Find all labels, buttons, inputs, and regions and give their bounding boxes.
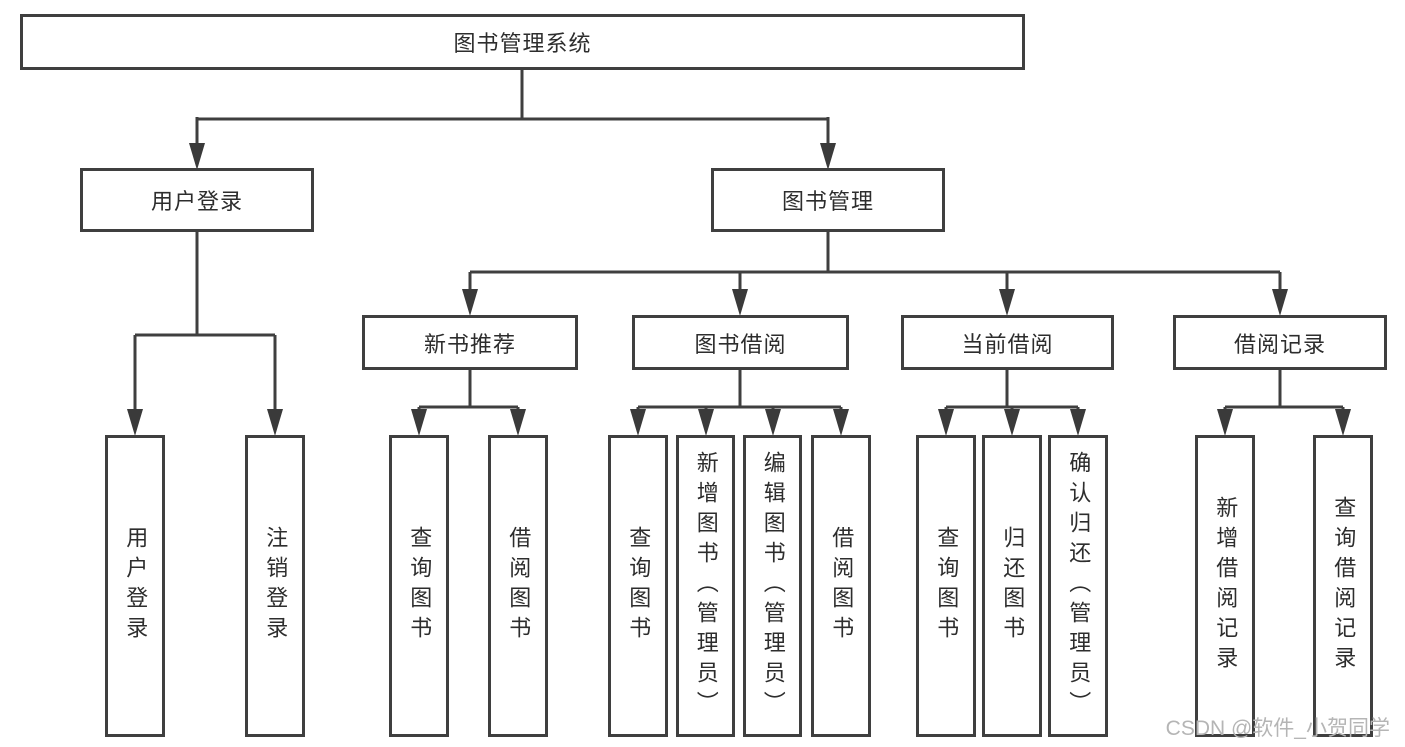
leaf-label: 注销登录 [263, 526, 289, 646]
leaf-borrow-books: 借阅图书 [811, 435, 871, 737]
connector-mgmt-to-groups [462, 232, 1288, 316]
node-root-system: 图书管理系统 [20, 14, 1025, 70]
leaf-label: 新增借阅记录 [1213, 496, 1239, 676]
node-new-book-recommend: 新书推荐 [362, 315, 578, 370]
leaf-label: 新增图书（管理员） [693, 451, 719, 721]
arrow-down-icon [630, 409, 646, 436]
leaf-borrow-books: 借阅图书 [488, 435, 548, 737]
leaf-return-books: 归还图书 [982, 435, 1042, 737]
leaf-user-login: 用户登录 [105, 435, 165, 737]
arrow-down-icon [1217, 409, 1233, 436]
arrow-down-icon [820, 143, 836, 170]
arrow-down-icon [833, 409, 849, 436]
arrow-down-icon [732, 289, 748, 316]
leaf-add-books-admin: 新增图书（管理员） [676, 435, 735, 737]
arrow-down-icon [1272, 289, 1288, 316]
leaf-label: 查询图书 [407, 526, 433, 646]
leaf-edit-books-admin: 编辑图书（管理员） [743, 435, 802, 737]
leaf-query-borrow-record: 查询借阅记录 [1313, 435, 1373, 737]
leaf-label: 查询借阅记录 [1331, 496, 1357, 676]
node-book-borrow: 图书借阅 [632, 315, 849, 370]
node-current-borrow: 当前借阅 [901, 315, 1114, 370]
arrow-down-icon [1004, 409, 1020, 436]
arrow-down-icon [938, 409, 954, 436]
node-borrow-records: 借阅记录 [1173, 315, 1387, 370]
csdn-watermark: CSDN @软件_小贺同学 [1165, 717, 1390, 740]
arrow-down-icon [698, 409, 714, 436]
leaf-label: 查询图书 [934, 526, 960, 646]
connector-root-to-level2 [189, 70, 836, 170]
arrow-down-icon [765, 409, 781, 436]
leaf-label: 借阅图书 [829, 526, 855, 646]
node-book-management: 图书管理 [711, 168, 945, 232]
arrow-down-icon [462, 289, 478, 316]
leaf-label: 归还图书 [1000, 526, 1026, 646]
leaf-query-books: 查询图书 [608, 435, 668, 737]
leaf-query-books: 查询图书 [916, 435, 976, 737]
connector-recommend-to-leaves [411, 370, 526, 436]
arrow-down-icon [267, 409, 283, 436]
arrow-down-icon [189, 143, 205, 170]
arrow-down-icon [411, 409, 427, 436]
leaf-logout: 注销登录 [245, 435, 305, 737]
arrow-down-icon [1070, 409, 1086, 436]
node-user-login: 用户登录 [80, 168, 314, 232]
arrow-down-icon [510, 409, 526, 436]
leaf-label: 编辑图书（管理员） [760, 451, 786, 721]
leaf-label: 确认归还（管理员） [1066, 451, 1092, 721]
leaf-query-books: 查询图书 [389, 435, 449, 737]
leaf-confirm-return-admin: 确认归还（管理员） [1048, 435, 1108, 737]
leaf-add-borrow-record: 新增借阅记录 [1195, 435, 1255, 737]
connector-current-to-leaves [938, 370, 1086, 436]
arrow-down-icon [999, 289, 1015, 316]
arrow-down-icon [127, 409, 143, 436]
connector-borrow-to-leaves [630, 370, 849, 436]
connector-login-to-leaves [127, 232, 283, 436]
connector-records-to-leaves [1217, 370, 1351, 436]
leaf-label: 用户登录 [123, 526, 149, 646]
arrow-down-icon [1335, 409, 1351, 436]
leaf-label: 查询图书 [626, 526, 652, 646]
leaf-label: 借阅图书 [506, 526, 532, 646]
